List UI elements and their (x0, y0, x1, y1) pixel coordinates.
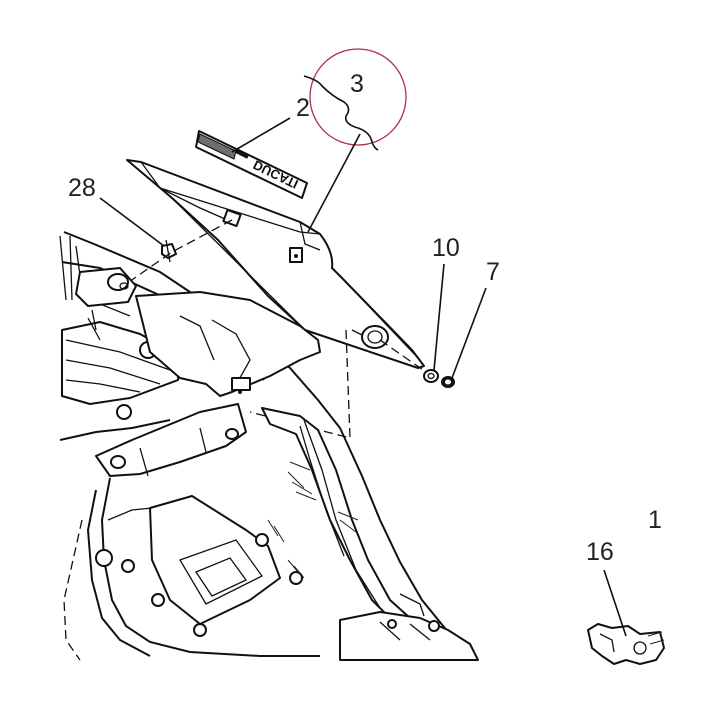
callout-3: 3 (350, 70, 364, 98)
leader-2 (231, 117, 291, 153)
callout-2: 2 (296, 94, 310, 122)
leader-10 (433, 263, 445, 371)
brace-3 (303, 75, 379, 151)
leader-28 (99, 197, 165, 247)
clip-part-28 (161, 239, 177, 263)
decal-text: DUCATI (251, 157, 301, 192)
leader-3 (307, 133, 361, 233)
highlight-circle (309, 48, 407, 146)
nut-part-7 (441, 376, 455, 388)
leader-16 (603, 569, 627, 637)
leader-7 (451, 287, 487, 379)
callout-10: 10 (432, 234, 460, 262)
callout-1: 1 (648, 506, 662, 534)
fastener-axis (379, 339, 427, 373)
rear-frame (59, 231, 479, 661)
washer-part-10 (423, 369, 439, 383)
callout-16: 16 (586, 538, 614, 566)
callout-28: 28 (68, 174, 96, 202)
clip-axis (125, 219, 233, 285)
bracket-part-16 (587, 623, 665, 665)
callout-7: 7 (486, 258, 500, 286)
